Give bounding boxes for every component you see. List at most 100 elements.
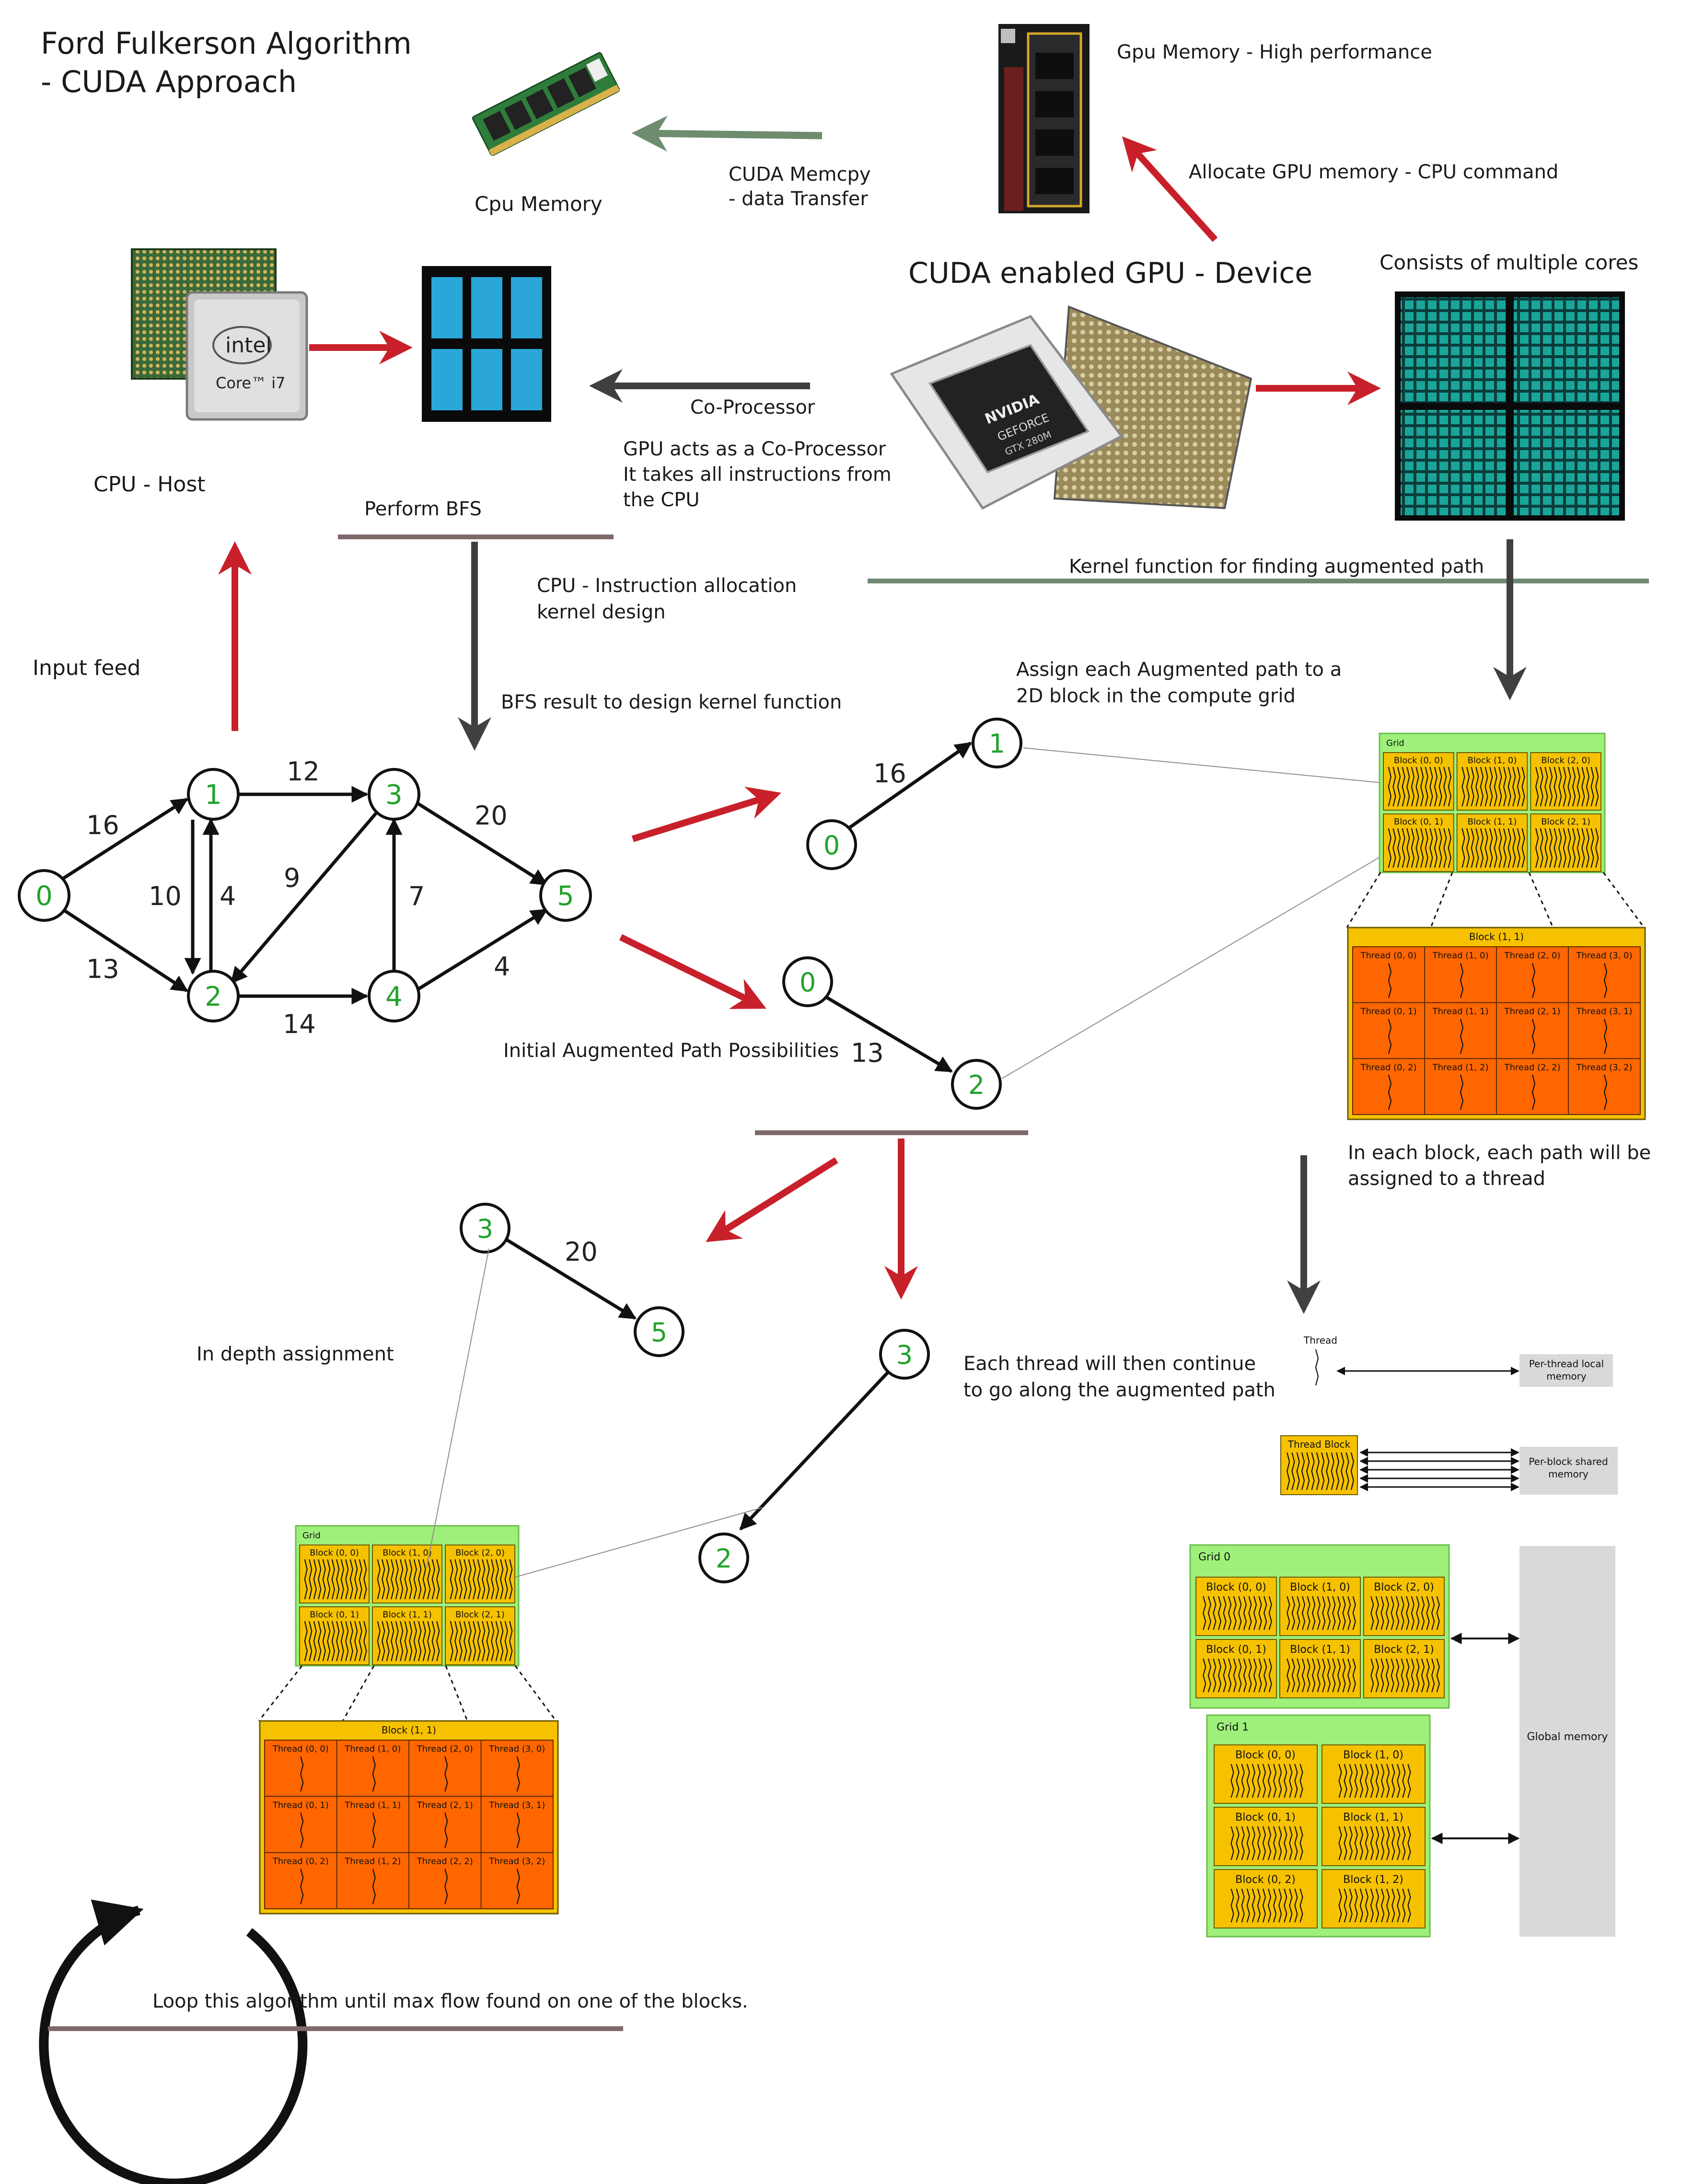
thread-squiggle: [1278, 1764, 1282, 1798]
thread-squiggle: [1380, 1658, 1384, 1693]
thread-squiggle: [400, 1621, 404, 1661]
grid0-block-label: Block (2, 0): [1374, 1581, 1434, 1593]
thread-squiggle: [336, 1621, 340, 1661]
thread-squiggle: [1252, 1826, 1255, 1860]
thread-squiggle: [1461, 767, 1465, 807]
thread-label: Thread (1, 2): [344, 1857, 401, 1867]
thread-cell: [264, 1852, 337, 1910]
thread-squiggle: [1344, 1764, 1347, 1798]
thread-squiggle: [1311, 1452, 1315, 1490]
graph-nodes: 0 1 2 3 4 5: [18, 768, 592, 1022]
per-thread-label-2: memory: [1546, 1371, 1587, 1382]
thread-squiggle: [1307, 1596, 1310, 1630]
thread-squiggle: [1503, 767, 1507, 807]
global-memory-label: Global memory: [1527, 1731, 1608, 1743]
thread-squiggle: [304, 1621, 308, 1661]
thread-squiggle: [1425, 767, 1428, 807]
grid1-block: [1214, 1744, 1318, 1804]
thread-squiggle: [1406, 767, 1410, 807]
thread-squiggle: [1503, 828, 1507, 868]
grid-block-label: Block (1, 0): [1468, 755, 1517, 766]
thread-squiggle: [1263, 1596, 1267, 1630]
per-block-memory-box: [1519, 1447, 1618, 1495]
thread-squiggle: [1391, 1658, 1394, 1693]
thread-squiggle: [1344, 1826, 1347, 1860]
thread-squiggle: [1347, 1596, 1351, 1630]
thread-squiggle: [1558, 767, 1562, 807]
thread-squiggle: [1517, 767, 1521, 807]
input-feed-label: Input feed: [33, 656, 140, 680]
thread-squiggle: [1397, 828, 1401, 868]
thread-squiggle: [1354, 1764, 1358, 1798]
thread-cell: [1352, 1002, 1425, 1059]
thread-squiggle: [450, 1621, 453, 1661]
thread-squiggle: [444, 1812, 448, 1848]
thread-squiggle: [477, 1621, 481, 1661]
grid-block-label: Block (1, 1): [1468, 817, 1517, 827]
thread-squiggle: [1380, 1826, 1385, 1860]
connector-path4-grid: [515, 1507, 763, 1578]
thread-squiggle: [1228, 1658, 1232, 1693]
intel-logo-text: intel: [225, 333, 272, 358]
thread-squiggle: [1507, 767, 1511, 807]
thread-squiggle: [1278, 1888, 1282, 1923]
thread-squiggle: [1577, 767, 1580, 807]
thread-squiggle: [354, 1559, 358, 1600]
memcpy-label-1: CUDA Memcpy: [729, 163, 871, 186]
thread-squiggle: [1391, 1764, 1395, 1798]
node-3: 3: [368, 768, 420, 821]
grid1-block-label: Block (0, 0): [1235, 1749, 1296, 1761]
thread-squiggle: [1603, 1019, 1608, 1054]
thread-squiggle: [1294, 1888, 1298, 1923]
grid1-block: [1214, 1869, 1318, 1928]
thread-squiggle: [1406, 1596, 1410, 1630]
thread-squiggle: [459, 1559, 463, 1600]
thread-squiggle: [1349, 1888, 1353, 1923]
thread-squiggle: [1332, 1658, 1336, 1693]
thread-squiggle: [1273, 1764, 1277, 1798]
grid1-block: [1322, 1744, 1426, 1804]
thread-squiggle: [1359, 1764, 1363, 1798]
thread-cell: [336, 1852, 409, 1910]
thread-squiggle: [1258, 1658, 1262, 1693]
thread-squiggle: [1544, 767, 1548, 807]
thread-squiggle: [1267, 1826, 1272, 1860]
thread-squiggle: [1397, 1888, 1401, 1923]
in-depth-label: In depth assignment: [197, 1343, 394, 1365]
cap-4-5: 4: [494, 952, 510, 982]
assign-line1: Assign each Augmented path to a: [1016, 659, 1342, 681]
thread-squiggle: [1436, 1658, 1440, 1693]
cpu-memory-label: Cpu Memory: [475, 192, 603, 216]
node-0: 0: [18, 869, 70, 922]
thread-squiggle: [1395, 1596, 1400, 1630]
thread-squiggle: [1581, 828, 1585, 868]
thread-squiggle: [327, 1621, 331, 1661]
thread-squiggle: [386, 1559, 390, 1600]
thread-squiggle: [309, 1621, 313, 1661]
each-thread-line2: to go along the augmented path: [963, 1379, 1275, 1401]
thread-squiggle: [1297, 1596, 1300, 1630]
thread-squiggle: [1230, 1888, 1234, 1923]
thread-squiggle: [468, 1559, 472, 1600]
initial-paths-label: Initial Augmented Path Possibilities: [503, 1040, 839, 1062]
thread-squiggle: [1352, 1596, 1356, 1630]
thread-squiggle: [1402, 767, 1405, 807]
thread-squiggle: [1531, 1075, 1536, 1110]
thread-squiggle: [372, 1756, 376, 1792]
thread-cell: [480, 1740, 554, 1797]
thread-squiggle: [1425, 828, 1428, 868]
thread-squiggle: [1416, 1596, 1420, 1630]
thread-squiggle: [386, 1621, 390, 1661]
thread-squiggle: [1278, 1826, 1282, 1860]
thread-squiggle: [1253, 1596, 1257, 1630]
device-label: CUDA enabled GPU - Device: [908, 256, 1312, 290]
thread-squiggle: [1406, 828, 1410, 868]
thread-squiggle: [1572, 828, 1576, 868]
thread-squiggle: [1402, 1826, 1406, 1860]
each-thread-line1: Each thread will then continue: [963, 1353, 1256, 1375]
thread-squiggle: [1438, 828, 1442, 868]
path4-node-b: 2: [716, 1544, 732, 1574]
cap-2-4: 14: [283, 1009, 316, 1039]
thread-squiggle: [340, 1559, 344, 1600]
thread-squiggle: [1203, 1596, 1206, 1630]
